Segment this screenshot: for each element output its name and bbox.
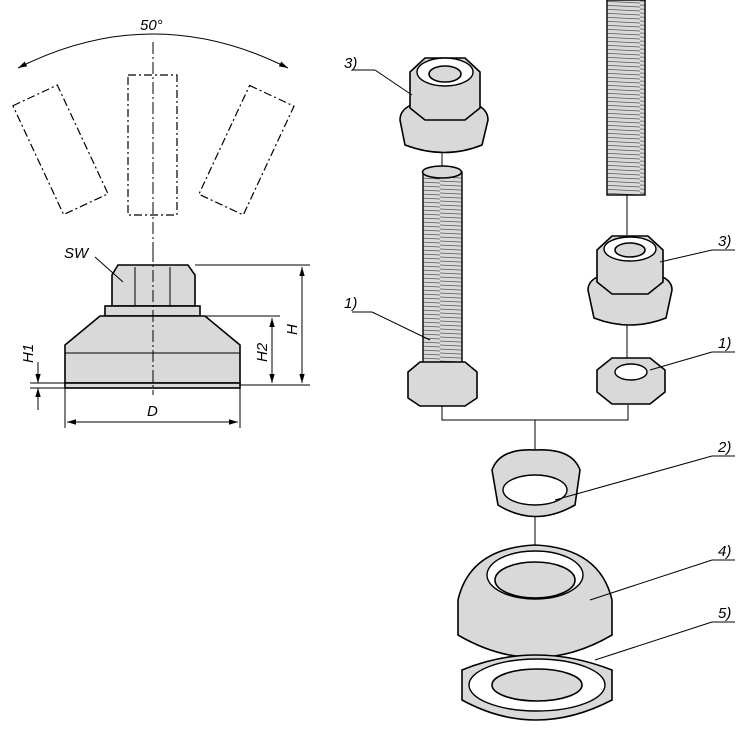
bolt-head [407,361,478,407]
h-label: H [284,324,301,335]
sw-leader [94,256,124,283]
stud-left-outline [12,84,109,216]
stud-right-outline [198,84,295,216]
threaded-stud [606,0,646,196]
callouts: 3) 1) 3) 1) 2) 4) 5) [344,55,735,661]
angle-arc [17,33,289,69]
callout-5: 5) [718,605,731,622]
callout-1-left: 1) [344,295,357,312]
threaded-bolt [422,171,463,373]
d-label: D [147,403,158,420]
h2-label: H2 [254,342,271,362]
side-view: SW H H2 H1 D [20,245,310,428]
exploded-view [399,0,673,721]
callout-3-left: 3) [344,55,357,72]
angle-label: 50° [140,17,163,34]
callout-2: 2) [717,439,731,456]
assembly-connector [441,405,629,421]
lock-nut [596,357,666,405]
callout-1-right: 1) [718,335,731,352]
h1-label: H1 [20,344,37,363]
swivel-angle-view: 50° [12,17,295,250]
stud-center-outline [127,74,178,216]
callout-4: 4) [718,543,731,560]
callout-3-right: 3) [718,233,731,250]
sw-label: SW [64,245,90,262]
